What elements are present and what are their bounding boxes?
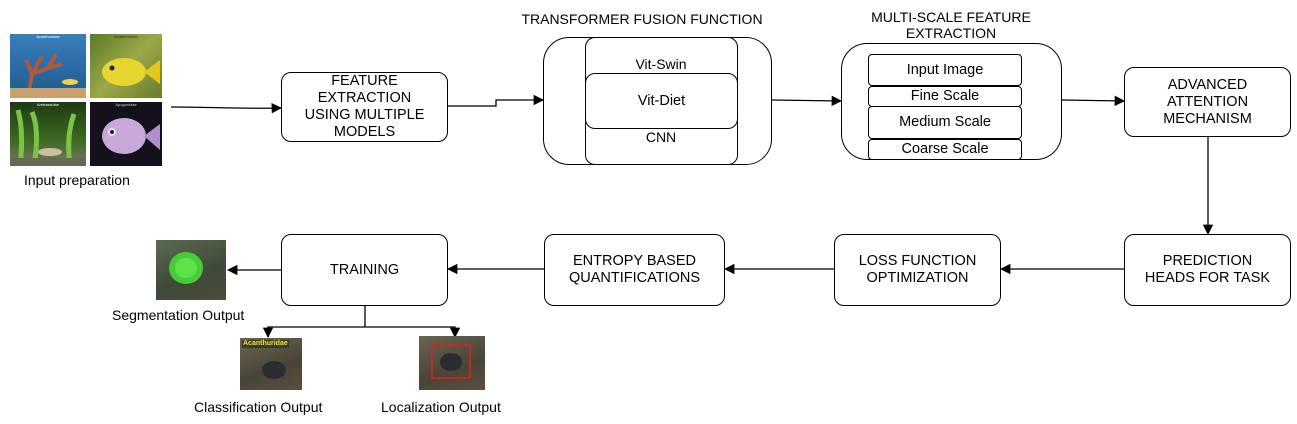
bounding-box xyxy=(431,344,471,379)
classified-fish-icon xyxy=(262,361,286,379)
arrow-multiscale-to-attention xyxy=(1061,95,1126,107)
fusion-title: TRANSFORMER FUSION FUNCTION xyxy=(521,11,763,27)
classification-output-image: Acanthuridae xyxy=(240,338,302,390)
arrow-feature-to-fusion xyxy=(448,94,545,107)
coral-reef-icon xyxy=(10,53,86,98)
localization-output-label: Localization Output xyxy=(381,399,501,415)
classification-tag: Acanthuridae xyxy=(242,340,289,348)
localization-output-image xyxy=(419,336,485,390)
plants-fish-icon xyxy=(10,109,86,166)
purple-fish-icon xyxy=(102,118,160,154)
fish-thumbnail-2: Acanthuridae xyxy=(90,34,162,98)
multiscale-item-coarse-scale: Coarse Scale xyxy=(868,139,1022,160)
training-box: TRAINING xyxy=(281,234,448,306)
entropy-box: ENTROPY BASED QUANTIFICATIONS xyxy=(544,234,725,306)
segmentation-output-label: Segmentation Output xyxy=(112,307,245,323)
feature-extraction-box: FEATURE EXTRACTION USING MULTIPLE MODELS xyxy=(281,72,448,142)
classification-output-label: Classification Output xyxy=(194,399,323,415)
prediction-heads-box: PREDICTION HEADS FOR TASK xyxy=(1124,234,1291,306)
fusion-item-vit-swin: Vit-Swin xyxy=(635,56,687,72)
multiscale-item-medium-scale: Medium Scale xyxy=(868,106,1022,139)
arrow-to-classification xyxy=(262,326,365,339)
multiscale-item-fine-scale: Fine Scale xyxy=(868,86,1022,107)
input-preparation-label: Input preparation xyxy=(24,172,130,188)
attention-box: ADVANCED ATTENTION MECHANISM xyxy=(1124,67,1291,137)
fish-thumbnail-1: Acanthuridae xyxy=(10,34,86,98)
multiscale-item-input-image: Input Image xyxy=(868,54,1022,86)
loss-function-box: LOSS FUNCTION OPTIMIZATION xyxy=(834,234,1001,306)
arrow-fusion-to-multiscale xyxy=(771,95,843,107)
segmented-fish-icon xyxy=(169,252,203,284)
fusion-item-cnn: CNN xyxy=(645,129,677,145)
fish-thumbnail-3: Ambassidae xyxy=(10,102,86,166)
arrow-to-localization xyxy=(365,326,461,339)
multiscale-title: MULTI-SCALE FEATURE EXTRACTION xyxy=(871,9,1031,41)
yellow-fish-icon xyxy=(102,58,160,86)
localized-fish-icon xyxy=(431,344,471,379)
fish-thumbnail-4: Apogonidae xyxy=(90,102,162,166)
fusion-item-vit-diet: Vit-Diet xyxy=(585,73,738,129)
arrow-input-to-feature xyxy=(170,103,283,114)
segmentation-output-image xyxy=(156,240,226,300)
